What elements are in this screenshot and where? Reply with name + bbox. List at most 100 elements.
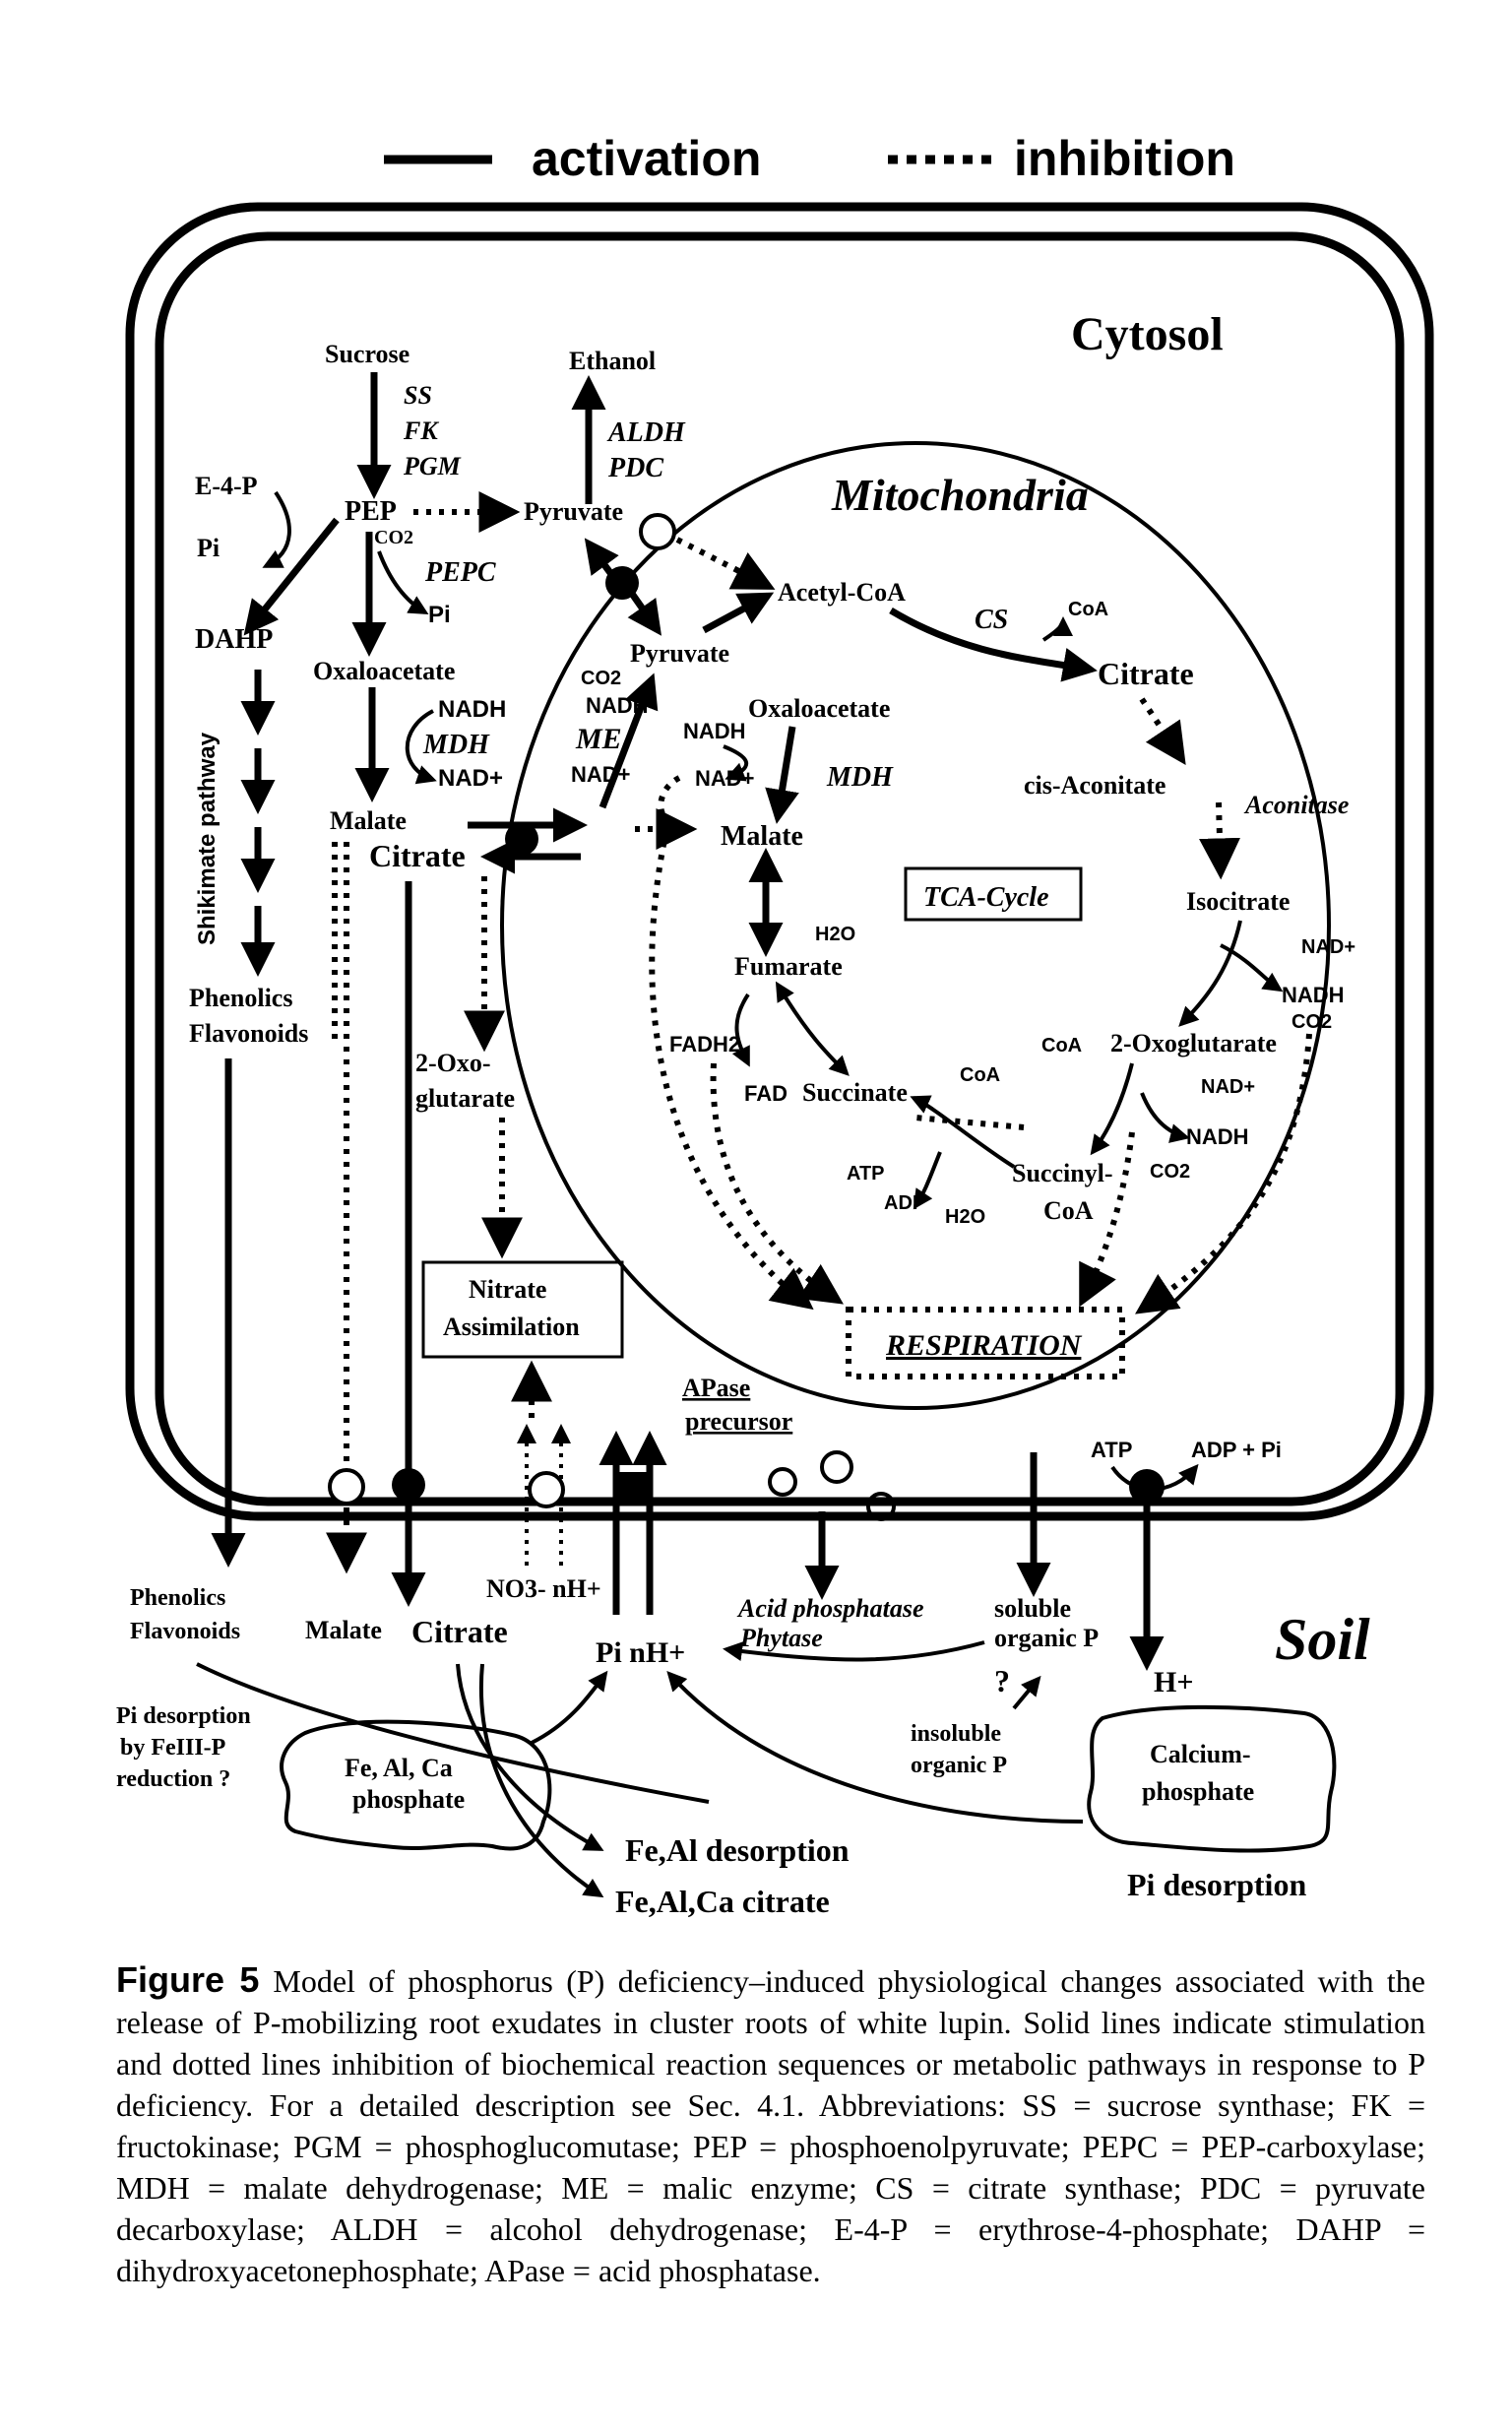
transporter-pyruvate-open <box>639 513 676 550</box>
cs-label: CS <box>975 605 1008 635</box>
flavonoids-cyto-label: Flavonoids <box>189 1019 308 1048</box>
fe-al-ca-phosphate-particle <box>280 1719 552 1851</box>
nad-isocitrate-label: NAD+ <box>1301 936 1355 958</box>
dotted-malate-left-respiration <box>649 816 814 1311</box>
phytase-label: Phytase <box>739 1624 823 1652</box>
fad-label: FAD <box>744 1081 788 1106</box>
pyruvate-mito-label: Pyruvate <box>630 639 729 668</box>
h-plus-label: H+ <box>1154 1666 1193 1698</box>
assimilation-label: Assimilation <box>443 1313 580 1341</box>
figure-label: Figure 5 <box>116 1959 260 2000</box>
arrow-fad <box>731 993 750 1067</box>
dotted-succinyl-succinate <box>914 1115 1025 1130</box>
transporter-pyruvate-filled <box>605 566 639 600</box>
nad-cyto-label: NAD+ <box>438 765 503 792</box>
arrow-pyruvate-acetylcoa <box>702 592 775 634</box>
fadh2-label: FADH2 <box>669 1032 740 1057</box>
arrow-nadh-nad-mito <box>723 744 749 782</box>
transporter-nitrate-open <box>528 1471 565 1508</box>
oxaloacetate-cyto-label: Oxaloacetate <box>313 657 455 685</box>
apase-label: APase <box>682 1374 750 1402</box>
arrow-nadh-isocitrate <box>1220 943 1284 993</box>
arrow-coa-release <box>1041 616 1073 642</box>
pgm-label: PGM <box>403 452 462 480</box>
pi-nh-label: Pi nH+ <box>596 1636 685 1669</box>
citrate-mito-label: Citrate <box>1098 656 1194 691</box>
arrow-pi-from-fe-phosphate <box>531 1670 608 1745</box>
nadh-isocitrate-label: NADH <box>1282 983 1345 1007</box>
succinyl-label: Succinyl- <box>1012 1159 1113 1187</box>
arrow-atp-adp <box>913 1151 942 1210</box>
nadh-mdh-label: NADH <box>683 719 746 743</box>
ss-label: SS <box>404 381 432 410</box>
oxoglutarate-cyto-label-1: 2-Oxo- <box>415 1049 491 1077</box>
pathway-diagram: activation inhibition Cytosol Mitochondr… <box>116 131 1434 1919</box>
arrow-citrate-feal-desorption <box>456 1663 604 1851</box>
mdh-mito-label: MDH <box>826 762 894 793</box>
insoluble-organic-p-label: organic P <box>911 1753 1007 1778</box>
phenolics-soil-label: Phenolics <box>130 1585 225 1611</box>
arrow-insoluble-to-soluble <box>1012 1675 1041 1710</box>
succinate-label: Succinate <box>802 1078 908 1107</box>
h2o-succinyl-label: H2O <box>945 1206 985 1228</box>
ethanol-label: Ethanol <box>569 347 656 375</box>
calcium-phosphate-label-1: Calcium- <box>1150 1740 1251 1768</box>
dahp-label: DAHP <box>195 624 273 655</box>
arrow-nadh-nad-cyto <box>405 709 437 785</box>
cis-aconitate-label: cis-Aconitate <box>1024 771 1166 800</box>
dotted-citrate-cisaconitate <box>1139 697 1186 765</box>
apase-precursor-label: precursor <box>685 1407 792 1436</box>
caption-text: Model of phosphorus (P) deficiency–induc… <box>116 1963 1426 2288</box>
pyruvate-cyto-label: Pyruvate <box>524 497 623 526</box>
tca-cycle-label: TCA-Cycle <box>923 882 1049 913</box>
arrow-e4p-pi <box>262 490 291 568</box>
arrow-oxo-succinyl <box>1090 1062 1134 1156</box>
transporter-malate-open <box>328 1468 365 1505</box>
oxoglutarate-cyto-label-2: glutarate <box>415 1084 515 1113</box>
arrow-phenolics-reduction <box>196 1662 710 1804</box>
insoluble-label: insoluble <box>911 1721 1001 1747</box>
oxaloacetate-mito-label: Oxaloacetate <box>748 694 890 723</box>
transporter-malate-citrate <box>505 822 538 856</box>
fumarate-label: Fumarate <box>734 952 843 981</box>
coa-oxoglutarate-label: CoA <box>1041 1035 1082 1057</box>
cell-membrane-inner <box>155 231 1405 1506</box>
arrow-pi-from-calcium-phosphate <box>666 1671 1084 1824</box>
mdh-cyto-label: MDH <box>422 730 490 760</box>
malate-mito-label: Malate <box>721 821 803 852</box>
arrow-malate-pyruvate-mito <box>598 673 659 809</box>
pi-desorption-fe-label-1: Pi desorption <box>116 1703 251 1729</box>
co2-mito-label: CO2 <box>581 668 621 689</box>
coa-succinate-label: CoA <box>960 1064 1000 1086</box>
soil-label: Soil <box>1275 1607 1370 1672</box>
legend-inhibition-label: inhibition <box>1014 131 1235 186</box>
transporter-citrate-filled <box>392 1468 425 1502</box>
arrow-into-pyruvate-mito <box>627 588 662 636</box>
cell-wall-outer <box>125 202 1434 1521</box>
adp-pi-label: ADP + Pi <box>1191 1438 1282 1462</box>
pi-desorption-fe-label-2: by FeIII-P <box>120 1735 225 1761</box>
mitochondria-membrane <box>500 441 1331 1410</box>
fk-label: FK <box>403 416 439 445</box>
pi-label: Pi <box>197 534 220 562</box>
phenolics-cyto-label: Phenolics <box>189 984 292 1012</box>
respiration-label: RESPIRATION <box>885 1329 1083 1362</box>
fe-al-ca-phosphate-label-1: Fe, Al, Ca <box>345 1754 453 1782</box>
atp-membrane-label: ATP <box>1091 1438 1132 1462</box>
co2-succinyl-label: CO2 <box>1150 1161 1190 1183</box>
flavonoids-soil-label: Flavonoids <box>130 1619 240 1644</box>
transporter-pi-filled <box>614 1472 652 1505</box>
aldh-label: ALDH <box>606 417 686 448</box>
pdc-label: PDC <box>607 453 663 483</box>
co2-cyto-label: CO2 <box>374 527 413 548</box>
atp-mito-label: ATP <box>847 1163 885 1185</box>
respiration-box <box>846 1307 1125 1379</box>
shikimate-label: Shikimate pathway <box>194 732 220 945</box>
vesicle <box>768 1467 797 1497</box>
arrow-pepc-pi <box>377 550 429 615</box>
coa-mito-label: CoA <box>1068 599 1108 620</box>
pepc-label: PEPC <box>424 557 496 588</box>
nadh-oxo-label: NADH <box>1186 1124 1249 1149</box>
me-label: ME <box>575 723 622 755</box>
nitrate-assimilation-box <box>421 1260 624 1359</box>
